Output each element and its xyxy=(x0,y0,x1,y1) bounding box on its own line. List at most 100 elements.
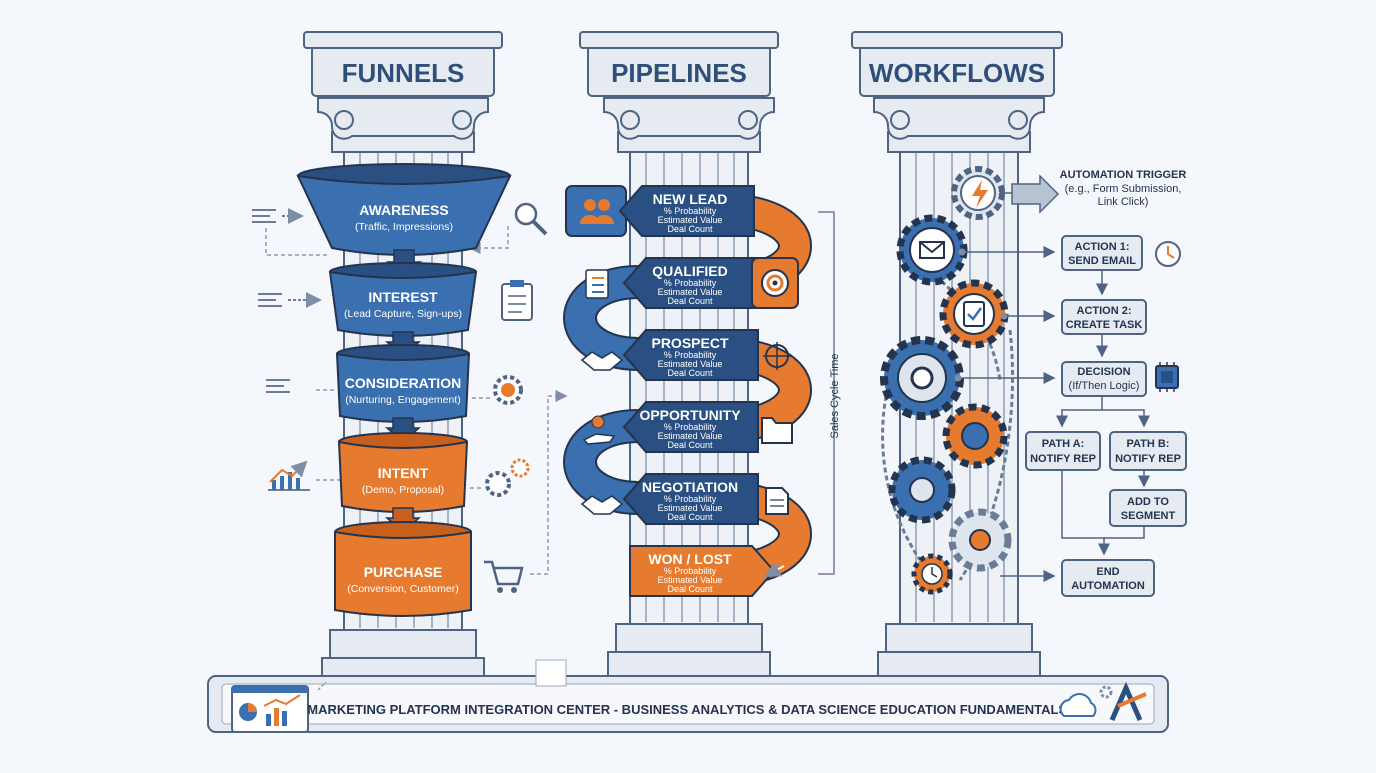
document-lines-icon xyxy=(252,208,304,224)
analytics-dashboard-icon xyxy=(231,685,309,733)
folder-icon xyxy=(761,417,793,444)
pipeline-stage-name: QUALIFIED xyxy=(652,263,727,279)
box-label: (If/Then Logic) xyxy=(1069,380,1140,392)
stage-name: INTENT xyxy=(378,465,429,481)
handshake-icon xyxy=(580,495,624,515)
stage-sub: (Conversion, Customer) xyxy=(347,583,458,595)
value-label: Estimated Value xyxy=(658,359,723,369)
stage-name: AWARENESS xyxy=(359,202,448,218)
funnel-stages: AWARENESS (Traffic, Impressions) INTERES… xyxy=(252,163,568,617)
document-lines-icon xyxy=(258,292,322,308)
probability-label: % Probability xyxy=(664,422,717,432)
box-label: CREATE TASK xyxy=(1066,319,1143,331)
task-gear-icon xyxy=(939,279,1009,349)
funnel-stage-purchase: PURCHASE (Conversion, Customer) xyxy=(334,521,472,617)
pipeline-stage-name: NEW LEAD xyxy=(653,191,728,207)
clipboard-icon xyxy=(501,280,533,321)
action-send-email-box: ACTION 1: SEND EMAIL xyxy=(1061,235,1143,271)
stage-sub: (Lead Capture, Sign-ups) xyxy=(344,308,462,320)
cloud-gear-icon xyxy=(1059,685,1113,717)
path-b-box: PATH B: NOTIFY REP xyxy=(1109,431,1187,471)
value-label: Estimated Value xyxy=(658,431,723,441)
pipeline-stage-name: OPPORTUNITY xyxy=(639,407,741,423)
pipeline-stage-name: WON / LOST xyxy=(648,551,732,567)
deal-count-label: Deal Count xyxy=(667,584,713,594)
grey-gear-icon xyxy=(948,508,1012,572)
funnel-stage-awareness: AWARENESS (Traffic, Impressions) xyxy=(296,163,512,275)
deal-count-label: Deal Count xyxy=(667,224,713,234)
clock-gear-icon xyxy=(911,553,953,595)
trigger-arrow xyxy=(1011,174,1060,214)
pillar-workflows: WORKFLOWS xyxy=(851,31,1063,677)
action-create-task-box: ACTION 2: CREATE TASK xyxy=(1061,299,1147,335)
pipeline-stage-new-lead: NEW LEAD % Probability Estimated Value D… xyxy=(565,185,755,237)
pillar-title-pipelines: PIPELINES xyxy=(611,58,747,88)
box-label: DECISION xyxy=(1077,366,1130,378)
blue-gear-icon xyxy=(888,456,956,524)
funnel-stage-consideration: CONSIDERATION (Nurturing, Engagement) xyxy=(335,344,471,443)
path-a-box: PATH A: NOTIFY REP xyxy=(1025,431,1101,471)
stage-name: CONSIDERATION xyxy=(345,375,461,391)
money-hand-icon xyxy=(582,415,616,445)
box-label: ADD TO xyxy=(1127,496,1169,508)
box-label: ACTION 1: xyxy=(1075,241,1130,253)
pipeline-stage-qualified: QUALIFIED % Probability Estimated Value … xyxy=(585,257,799,309)
probability-label: % Probability xyxy=(664,206,717,216)
pipeline-stages: Sales Cycle Time NEW LEAD % Probability … xyxy=(563,185,841,597)
funnel-stage-intent: INTENT (Demo, Proposal) xyxy=(337,432,469,533)
deal-count-label: Deal Count xyxy=(667,440,713,450)
people-icon xyxy=(580,199,614,224)
checklist-icon xyxy=(585,269,609,299)
brand-logo-icon xyxy=(1109,681,1147,722)
probability-label: % Probability xyxy=(664,278,717,288)
handshake-icon xyxy=(580,351,624,371)
pillar-title-funnels: FUNNELS xyxy=(342,58,465,88)
box-label: AUTOMATION xyxy=(1071,580,1145,592)
box-label: NOTIFY REP xyxy=(1030,453,1096,465)
stage-sub: (Traffic, Impressions) xyxy=(355,221,453,233)
probability-label: % Probability xyxy=(664,350,717,360)
target-icon xyxy=(761,269,789,297)
decision-gear-icon xyxy=(880,336,964,420)
orange-gear-icon xyxy=(942,403,1008,469)
stage-name: INTEREST xyxy=(368,289,438,305)
add-to-segment-box: ADD TO SEGMENT xyxy=(1109,489,1187,527)
pipeline-stage-negotiation: NEGOTIATION % Probability Estimated Valu… xyxy=(580,473,789,525)
pipeline-stage-name: PROSPECT xyxy=(651,335,728,351)
gear-heart-icon xyxy=(493,375,523,405)
automation-trigger-title: AUTOMATION TRIGGER xyxy=(1060,169,1187,181)
sales-cycle-label: Sales Cycle Time xyxy=(829,354,841,439)
base-platform: MARKETING PLATFORM INTEGRATION CENTER - … xyxy=(207,659,1169,733)
automation-trigger-sub: Link Click) xyxy=(1098,196,1149,208)
box-label: END xyxy=(1096,566,1119,578)
sales-cycle-bracket xyxy=(818,211,835,575)
value-label: Estimated Value xyxy=(658,575,723,585)
decision-box: DECISION (If/Then Logic) xyxy=(1061,361,1147,397)
box-label: SEND EMAIL xyxy=(1068,255,1136,267)
document-icon xyxy=(765,487,789,515)
box-label: NOTIFY REP xyxy=(1115,453,1181,465)
value-label: Estimated Value xyxy=(658,215,723,225)
probability-label: % Probability xyxy=(664,494,717,504)
deal-count-label: Deal Count xyxy=(667,368,713,378)
probability-label: % Probability xyxy=(664,566,717,576)
pillar-title-workflows: WORKFLOWS xyxy=(869,58,1045,88)
deal-count-label: Deal Count xyxy=(667,296,713,306)
crosshair-icon xyxy=(763,342,791,370)
automation-trigger-sub: (e.g., Form Submission, xyxy=(1065,183,1182,195)
shopping-cart-icon xyxy=(484,560,524,593)
value-label: Estimated Value xyxy=(658,503,723,513)
chip-icon xyxy=(1155,362,1179,392)
end-automation-box: END AUTOMATION xyxy=(1061,559,1155,597)
stage-sub: (Demo, Proposal) xyxy=(362,484,444,496)
trend-chart-icon xyxy=(268,460,310,491)
stage-sub: (Nurturing, Engagement) xyxy=(345,394,461,406)
stage-name: PURCHASE xyxy=(364,564,443,580)
lightning-gear-icon xyxy=(951,166,1005,220)
pipeline-stage-name: NEGOTIATION xyxy=(642,479,738,495)
pipeline-stage-prospect: PROSPECT % Probability Estimated Value D… xyxy=(580,329,791,381)
magnifier-icon xyxy=(514,202,548,236)
clock-icon xyxy=(1155,241,1181,267)
